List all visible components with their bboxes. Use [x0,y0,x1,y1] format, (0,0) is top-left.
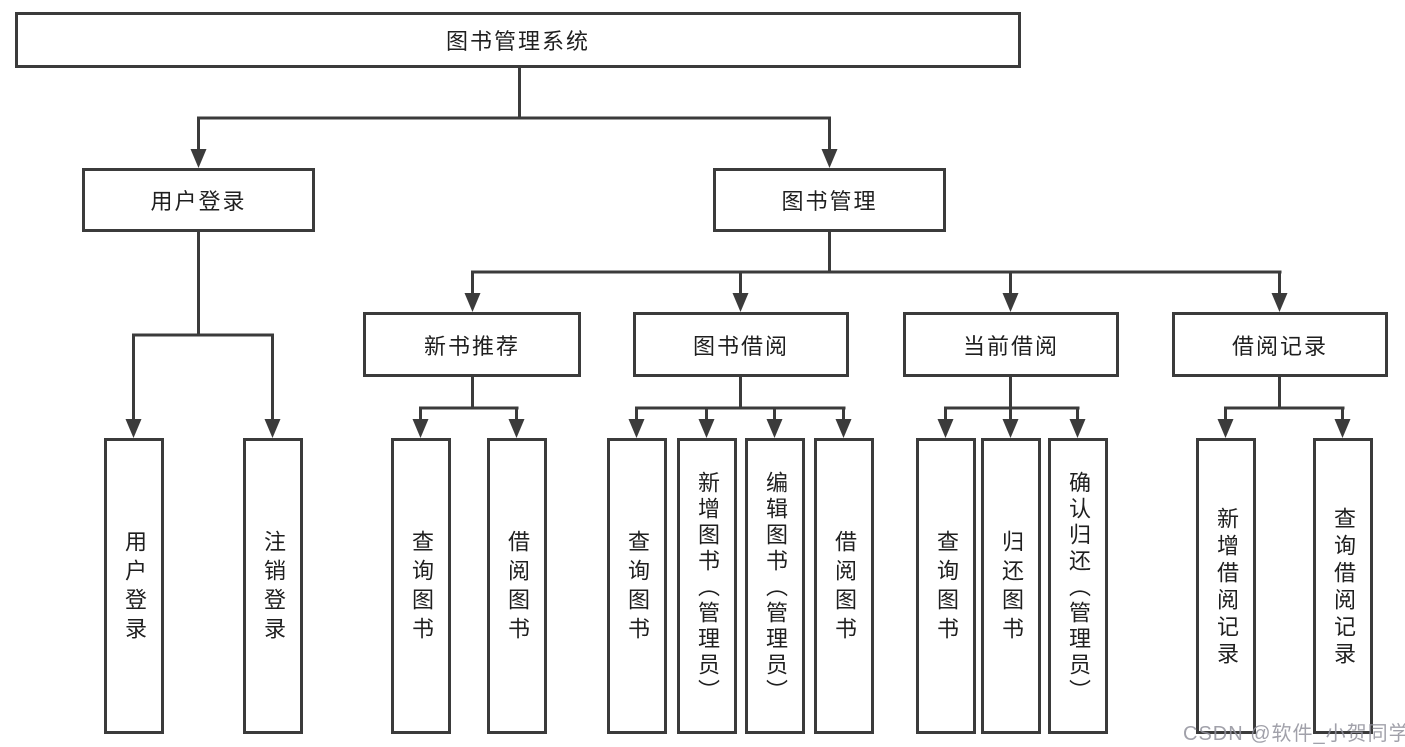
node-current-borrowing: 当前借阅 [903,312,1119,377]
leaf-query-borrow-record: 查询借阅记录 [1313,438,1373,734]
connector-records-to-leaves [1217,377,1351,438]
node-user-login: 用户登录 [82,168,315,232]
connector-root-to-level2 [190,66,838,168]
node-book-management: 图书管理 [713,168,946,232]
connector-mgmt-to-level3 [464,232,1288,312]
leaf-query-books-current: 查询图书 [916,438,976,734]
leaf-query-books-recommend: 查询图书 [391,438,451,734]
node-book-borrowing: 图书借阅 [633,312,849,377]
leaf-confirm-return-admin: 确认归还（管理员） [1048,438,1108,734]
node-new-book-recommend: 新书推荐 [363,312,581,377]
connector-borrow-to-leaves [628,377,852,438]
leaf-logout: 注销登录 [243,438,303,734]
leaf-add-books-admin: 新增图书（管理员） [677,438,737,734]
leaf-return-books: 归还图书 [981,438,1041,734]
leaf-query-books-borrowing: 查询图书 [607,438,667,734]
node-library-management-system: 图书管理系统 [15,12,1021,68]
connector-login-to-leaves [125,232,281,438]
leaf-user-login: 用户登录 [104,438,164,734]
leaf-edit-books-admin: 编辑图书（管理员） [745,438,805,734]
leaf-borrow-books: 借阅图书 [814,438,874,734]
leaf-borrow-books-recommend: 借阅图书 [487,438,547,734]
csdn-watermark: CSDN @软件_小贺同学 [1183,723,1405,745]
node-borrowing-records: 借阅记录 [1172,312,1388,377]
connector-current-to-leaves [937,377,1086,438]
connector-recommend-to-leaves [412,377,525,438]
leaf-add-borrow-record: 新增借阅记录 [1196,438,1256,734]
